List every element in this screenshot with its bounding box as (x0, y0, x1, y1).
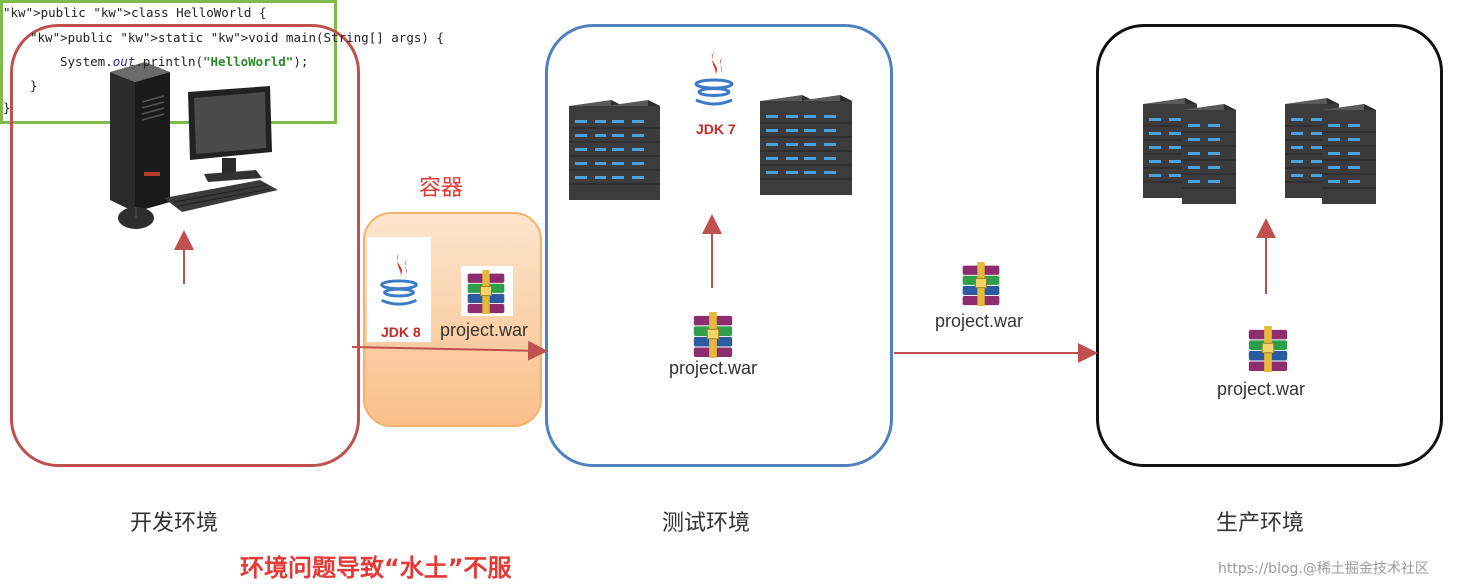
server-icon (792, 95, 852, 195)
container-title: 容器 (419, 176, 464, 201)
war-file-icon (690, 312, 736, 358)
server-icon (600, 100, 660, 200)
transfer-war-label: project.war (935, 311, 1024, 331)
code-line-print: System.out.println("HelloWorld"); (60, 54, 309, 69)
war-file-icon (464, 270, 508, 314)
dev-environment-label: 开发环境 (130, 511, 219, 536)
prod-environment-label: 生产环境 (1216, 511, 1305, 536)
watermark: https://blog.@稀土掘金技术社区 (1218, 561, 1429, 577)
computer-icon (110, 62, 278, 229)
test-war-label: project.war (669, 358, 758, 378)
jdk8-label: JDK 8 (381, 324, 421, 340)
java-logo-icon (370, 240, 428, 318)
code-line-close-method: } (30, 78, 38, 93)
code-line-class: "kw">public "kw">class HelloWorld { (3, 5, 267, 20)
test-environment-label: 测试环境 (662, 511, 751, 536)
problem-caption: 环境问题导致“水土”不服 (240, 554, 512, 582)
java-logo-icon (684, 38, 744, 118)
dev-environment-box (10, 24, 360, 467)
code-line-close-class: } (3, 100, 11, 115)
server-icon (1176, 104, 1236, 204)
arrow-dev-to-test (351, 340, 548, 361)
test-environment-box (545, 24, 893, 467)
prod-war-label: project.war (1217, 379, 1306, 399)
war-file-icon (1245, 326, 1291, 372)
server-icon (1316, 104, 1376, 204)
prod-environment-box (1096, 24, 1443, 467)
container-war-label: project.war (440, 320, 529, 340)
jdk7-label: JDK 7 (696, 121, 736, 137)
code-line-main: "kw">public "kw">static "kw">void main(S… (30, 30, 444, 45)
war-file-icon (959, 262, 1003, 306)
